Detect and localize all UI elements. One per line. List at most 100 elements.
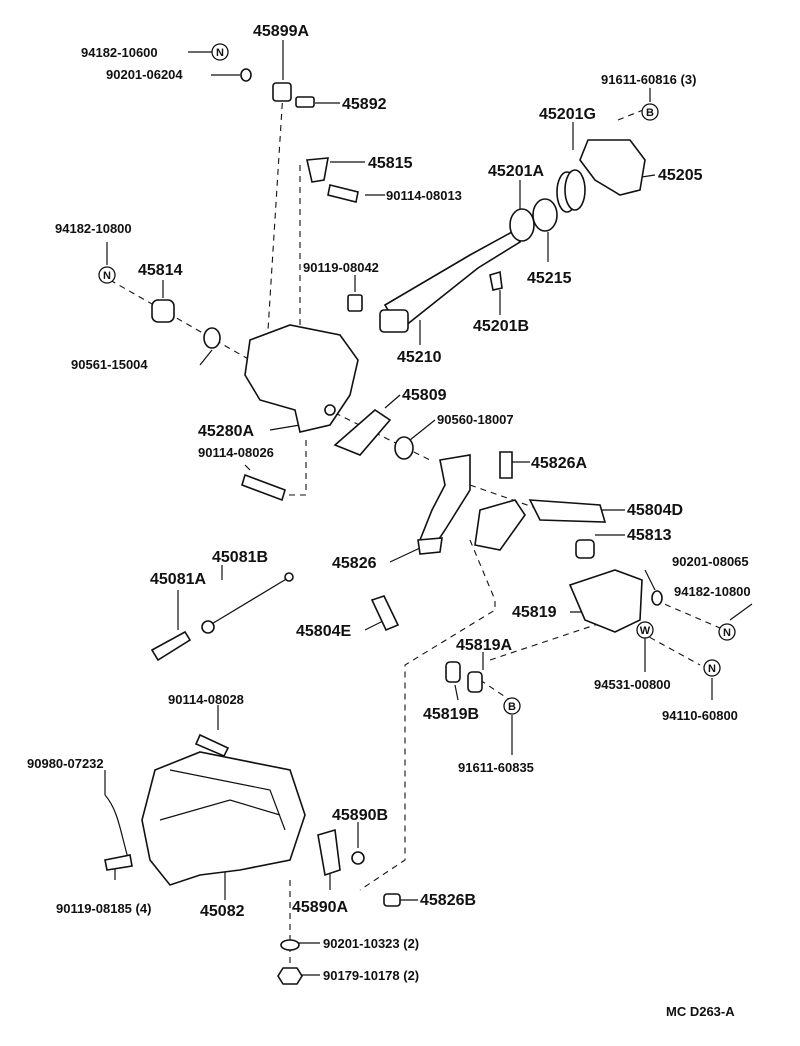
stopper-45813-shape	[575, 539, 595, 559]
svg-text:W: W	[640, 625, 651, 637]
svg-text:B: B	[508, 701, 516, 713]
label-90201-10323: 90201-10323 (2)	[323, 936, 419, 951]
spacer-90561-15004-shape	[203, 327, 221, 349]
label-45890b: 45890B	[332, 807, 388, 824]
part-shapes	[104, 68, 663, 985]
label-45890a: 45890A	[292, 899, 348, 916]
label-90561-15004: 90561-15004	[71, 357, 148, 372]
label-94182-10600: 94182-10600	[81, 45, 158, 60]
base-45082-shape	[141, 751, 306, 886]
bolt-90119-08185-shape	[104, 854, 133, 871]
w-badge: W	[636, 621, 654, 639]
b-badge-bottom: B	[503, 697, 521, 715]
label-45215: 45215	[527, 270, 572, 287]
svg-text:N: N	[708, 663, 716, 675]
b-badge-top: B	[641, 103, 659, 121]
label-94110-60800: 94110-60800	[662, 708, 738, 723]
label-45082: 45082	[200, 903, 245, 920]
svg-text:B: B	[646, 107, 654, 119]
n-badge-left: N	[98, 266, 116, 284]
label-90114-08013: 90114-08013	[386, 188, 462, 203]
bracket-45205-shape	[579, 139, 646, 196]
nut-90179-10178-shape	[277, 967, 303, 985]
label-45892: 45892	[342, 96, 387, 113]
clip-45201b-shape	[489, 270, 503, 291]
lever-45890a-shape	[317, 828, 341, 877]
svg-text:N: N	[216, 47, 224, 59]
label-45201g: 45201G	[539, 106, 596, 123]
label-45804d: 45804D	[627, 502, 683, 519]
label-90201-06204: 90201-06204	[106, 67, 183, 82]
label-45813: 45813	[627, 527, 672, 544]
n-badge-right-a: N	[718, 623, 736, 641]
pin-45826b-shape	[383, 893, 401, 907]
ring-45215-shape	[532, 198, 558, 232]
label-45826: 45826	[332, 555, 377, 572]
label-94531-00800: 94531-00800	[594, 677, 671, 692]
spacer-90560-18007-shape	[394, 436, 414, 460]
washer-90201-06204-shape	[240, 68, 252, 82]
label-45819: 45819	[512, 604, 557, 621]
harness-90980-07232-shape	[104, 794, 129, 859]
label-91611-60816: 91611-60816 (3)	[601, 72, 696, 87]
label-45201b: 45201B	[473, 318, 529, 335]
label-45899a: 45899A	[253, 23, 309, 40]
label-45205: 45205	[658, 167, 703, 184]
label-90179-10178: 90179-10178 (2)	[323, 968, 419, 983]
bracket-45280a-shape	[244, 324, 359, 433]
n-badge-right-b: N	[703, 659, 721, 677]
bolt-45892-shape	[295, 96, 315, 108]
bolt-90114-08026-shape	[241, 473, 286, 502]
label-45081a: 45081A	[150, 571, 206, 588]
label-45081b: 45081B	[212, 549, 268, 566]
callout-badges: N N B N W N B	[98, 43, 736, 715]
pedal-45826-shape	[418, 454, 471, 546]
washer-90201-08065-shape	[651, 590, 663, 606]
bearing-45201a-shape	[509, 208, 535, 242]
label-90560-18007: 90560-18007	[437, 412, 514, 427]
label-45804e: 45804E	[296, 623, 351, 640]
spring-45804e-shape	[370, 595, 400, 632]
spring-45826a-shape	[499, 451, 513, 479]
label-91611-60835: 91611-60835	[458, 760, 534, 775]
label-90119-08185: 90119-08185 (4)	[56, 901, 151, 916]
lever-45809-shape	[333, 408, 392, 456]
washer-90201-10323-shape	[280, 939, 300, 951]
bracket-45819-shape	[568, 569, 643, 633]
label-94182-10800-a: 94182-10800	[55, 221, 132, 236]
label-45826b: 45826B	[420, 892, 476, 909]
pin-45819a-shape	[467, 671, 483, 693]
label-45280a: 45280A	[198, 423, 254, 440]
clip-45890b-shape	[351, 851, 365, 865]
part-labels: 94182-10600 45899A 90201-06204 45892 458…	[27, 23, 751, 1019]
rod-45081b-shape	[209, 577, 289, 626]
label-45201a: 45201A	[488, 163, 544, 180]
label-90980-07232: 90980-07232	[27, 756, 104, 771]
screw-90114-08013-shape	[327, 184, 359, 203]
label-45210: 45210	[397, 349, 442, 366]
label-90114-08026: 90114-08026	[198, 445, 274, 460]
label-45814: 45814	[138, 262, 183, 279]
label-45809: 45809	[402, 387, 447, 404]
bolt-90119-08042-shape	[347, 294, 363, 312]
n-badge-top: N	[211, 43, 229, 61]
label-94182-10800-b: 94182-10800	[674, 584, 751, 599]
pin-45819b-shape	[445, 661, 461, 683]
label-90201-08065: 90201-08065	[672, 554, 749, 569]
label-90119-08042: 90119-08042	[303, 260, 379, 275]
label-45815: 45815	[368, 155, 413, 172]
spring-45081a-shape	[150, 630, 192, 662]
svg-text:N: N	[723, 627, 731, 639]
label-45819a: 45819A	[456, 637, 512, 654]
link-45804d-shape	[528, 499, 607, 523]
label-45819b: 45819B	[423, 706, 479, 723]
label-90114-08028: 90114-08028	[168, 692, 244, 707]
clip-45815-shape	[306, 157, 329, 183]
label-45826a: 45826A	[531, 455, 587, 472]
bushing-45814-shape	[151, 299, 175, 323]
nut-45899a-shape	[272, 82, 292, 102]
lower-lever-shape	[474, 499, 526, 551]
diagram-code: MC D263-A	[666, 1004, 735, 1019]
